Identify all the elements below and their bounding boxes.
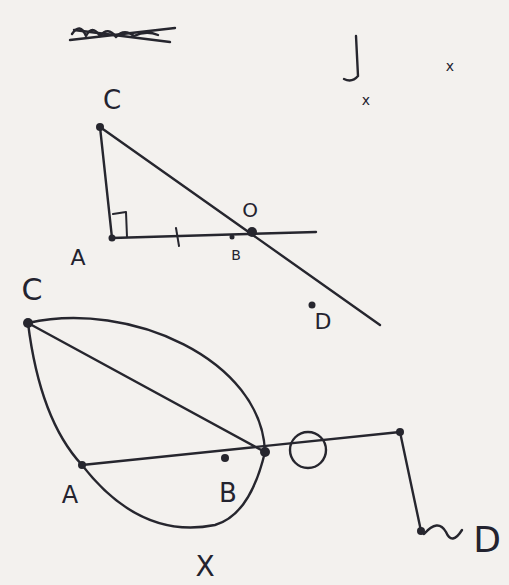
point-label: C bbox=[103, 87, 121, 113]
point-label: X bbox=[195, 553, 214, 581]
circle bbox=[290, 432, 326, 468]
segment-c-point bbox=[28, 323, 265, 452]
point-label: C bbox=[22, 275, 43, 305]
points bbox=[96, 123, 316, 309]
strike-line bbox=[70, 28, 175, 40]
point-label: x bbox=[446, 59, 454, 73]
point-label: B bbox=[219, 480, 237, 506]
point-label: x bbox=[362, 93, 370, 107]
point-label: D bbox=[315, 311, 332, 333]
point-label: A bbox=[62, 483, 78, 507]
left-curve bbox=[28, 323, 82, 465]
points bbox=[23, 318, 425, 535]
segment-cd bbox=[100, 127, 380, 325]
hook-mark bbox=[344, 36, 358, 80]
segment-ao bbox=[112, 232, 316, 238]
strike-line bbox=[74, 30, 170, 42]
upper-curve bbox=[28, 318, 265, 452]
point-label: D bbox=[473, 522, 501, 558]
point-label: B bbox=[231, 248, 241, 262]
right-angle-mark bbox=[113, 212, 127, 237]
squiggle bbox=[424, 525, 462, 538]
point-label: O bbox=[242, 200, 258, 220]
segment-ca bbox=[100, 127, 112, 238]
tick-mark bbox=[176, 228, 179, 246]
point-label: A bbox=[70, 247, 85, 269]
polyline bbox=[82, 432, 421, 531]
